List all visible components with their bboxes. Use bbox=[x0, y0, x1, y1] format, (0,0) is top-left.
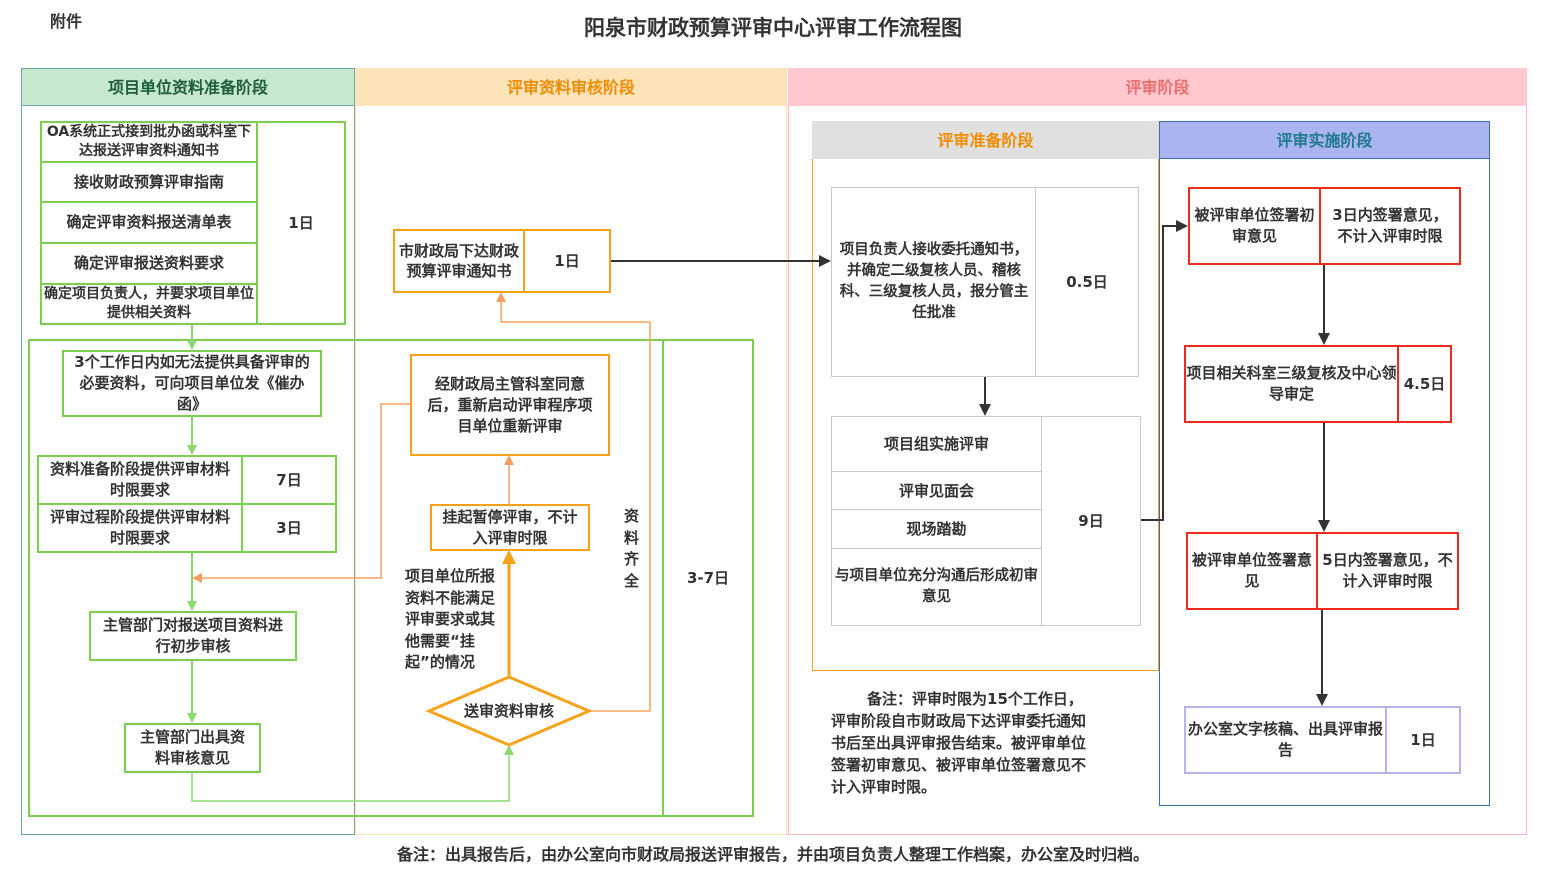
implement-row-2[interactable]: 评审见面会 bbox=[831, 471, 1042, 511]
accept-days: 0.5日 bbox=[1035, 187, 1139, 377]
suspend-box[interactable]: 挂起暂停评审，不计入评审时限 bbox=[430, 504, 590, 551]
recheck-days: 4.5日 bbox=[1397, 345, 1452, 423]
restart-box[interactable]: 经财政局主管科室同意后，重新启动评审程序项目单位重新评审 bbox=[410, 354, 610, 456]
prep-days: 1日 bbox=[288, 213, 314, 232]
sign1-box[interactable]: 被评审单位签署初审意见 bbox=[1188, 187, 1321, 265]
sign2-note: 5日内签署意见，不计入评审时限 bbox=[1316, 532, 1459, 610]
page-title: 阳泉市财政预算评审中心评审工作流程图 bbox=[584, 15, 962, 40]
time-limit-2-days: 3日 bbox=[241, 503, 337, 553]
report-days: 1日 bbox=[1385, 706, 1461, 774]
attachment-label: 附件 bbox=[50, 12, 83, 31]
phase1-header: 项目单位资料准备阶段 bbox=[21, 68, 355, 106]
review-group bbox=[28, 339, 754, 817]
time-limit-1-days: 7日 bbox=[241, 455, 337, 505]
recheck-box[interactable]: 项目相关科室三级复核及中心领导审定 bbox=[1184, 345, 1399, 423]
report-box[interactable]: 办公室文字核稿、出具评审报告 bbox=[1184, 706, 1387, 774]
implement-row-1[interactable]: 项目组实施评审 bbox=[831, 416, 1042, 472]
review-diamond-label[interactable]: 送审资料审核 bbox=[463, 701, 554, 720]
notice-days: 1日 bbox=[523, 229, 611, 293]
time-limit-2-label: 评审过程阶段提供评审材料时限要求 bbox=[37, 503, 243, 553]
prep-stage-header: 评审准备阶段 bbox=[812, 121, 1159, 159]
prep-step-2[interactable]: 接收财政预算评审指南 bbox=[40, 161, 258, 203]
complete-label: 资料齐全 bbox=[624, 507, 640, 590]
prep-step-3[interactable]: 确定评审资料报送清单表 bbox=[40, 201, 258, 244]
dept-review-box[interactable]: 主管部门对报送项目资料进行初步审核 bbox=[89, 611, 297, 661]
impl-stage-header: 评审实施阶段 bbox=[1159, 121, 1490, 159]
remark-time: 备注：评审时限为15个工作日，评审阶段自市财政局下达评审委托通知书后至出具评审报… bbox=[831, 690, 1087, 796]
review-divider bbox=[662, 339, 664, 817]
accept-box[interactable]: 项目负责人接收委托通知书，并确定二级复核人员、稽核科、三级复核人员，报分管主任批… bbox=[831, 187, 1037, 377]
implement-row-4[interactable]: 与项目单位充分沟通后形成初审意见 bbox=[831, 548, 1042, 626]
sign2-box[interactable]: 被评审单位签署意见 bbox=[1186, 532, 1318, 610]
suspend-reason-label: 项目单位所报资料不能满足评审要求或其他需要“挂起”的情况 bbox=[405, 567, 496, 671]
implement-days: 9日 bbox=[1041, 416, 1141, 626]
phase3-header: 评审阶段 bbox=[788, 68, 1527, 106]
footer-remark: 备注：出具报告后，由办公室向市财政局报送评审报告，并由项目负责人整理工作档案，办… bbox=[396, 844, 1149, 864]
urge-box[interactable]: 3个工作日内如无法提供具备评审的必要资料，可向项目单位发《催办函》 bbox=[62, 350, 322, 417]
implement-row-3[interactable]: 现场踏勘 bbox=[831, 509, 1042, 549]
prep-step-4[interactable]: 确定评审报送资料要求 bbox=[40, 242, 258, 285]
phase2-header: 评审资料审核阶段 bbox=[355, 68, 787, 106]
sign1-note: 3日内签署意见，不计入评审时限 bbox=[1319, 187, 1461, 265]
prep-step-1[interactable]: OA系统正式接到批办函或科室下达报送评审资料通知书 bbox=[40, 121, 258, 163]
time-limit-1-label: 资料准备阶段提供评审材料时限要求 bbox=[37, 455, 243, 505]
prep-step-5[interactable]: 确定项目负责人，并要求项目单位提供相关资料 bbox=[40, 283, 258, 325]
review-days: 3-7日 bbox=[686, 568, 730, 587]
notice-box[interactable]: 市财政局下达财政预算评审通知书 bbox=[393, 229, 525, 293]
dept-opinion-box[interactable]: 主管部门出具资料审核意见 bbox=[124, 723, 261, 773]
